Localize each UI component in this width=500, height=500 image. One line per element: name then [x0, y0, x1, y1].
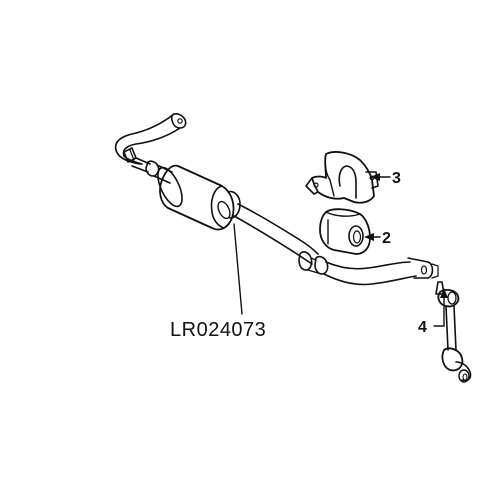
- large-bushing-left-face: [157, 166, 183, 208]
- part-number-label: LR024073: [170, 319, 266, 341]
- link-bottom-housing: [441, 347, 464, 372]
- arrow-callout-4: [440, 288, 448, 298]
- bar-left-arm-top: [114, 113, 175, 151]
- bar-right-collar: [298, 251, 313, 271]
- link-top-housing: [437, 289, 460, 308]
- large-bushing: [157, 164, 241, 231]
- callout-2-label: 2: [382, 230, 391, 247]
- callout-3-label: 3: [392, 170, 401, 187]
- bushing-part-2: [319, 208, 371, 255]
- bar-mid-bottom: [131, 165, 149, 173]
- link-rod-left: [445, 305, 449, 351]
- stabilizer-bar-right: [233, 203, 439, 286]
- bar-right-top: [237, 203, 319, 255]
- arrow-callout-2: [364, 233, 374, 241]
- bracket-inner-arch: [338, 165, 357, 199]
- bracket-side-line: [329, 179, 335, 197]
- bracket-outline: [311, 151, 375, 204]
- bar-right-collar-ring-2: [307, 269, 319, 274]
- bushing-top-face: [325, 211, 361, 217]
- bushing-body: [319, 208, 371, 255]
- bar-right-tip: [407, 257, 434, 279]
- link-bottom-end-face: [458, 369, 470, 383]
- arrow-callout-3: [370, 173, 380, 181]
- bar-right-collar-ring: [310, 257, 317, 261]
- bushing-bore-inner: [352, 230, 362, 244]
- bar-left-arm-bottom: [122, 127, 181, 157]
- bar-right-tip-hole: [420, 265, 428, 275]
- bushing-bore: [348, 225, 364, 247]
- bar-right-end-bottom: [323, 273, 417, 286]
- bar-right-end-top: [325, 261, 411, 270]
- bar-right-collar-2: [314, 255, 329, 275]
- large-bushing-bore: [217, 200, 231, 220]
- bracket-foot-left: [305, 177, 319, 195]
- link-top-housing-face: [447, 291, 457, 305]
- link-rod-right: [453, 305, 457, 351]
- bar-right-tip-detail: [431, 263, 439, 279]
- bracket-top-edge: [324, 153, 331, 181]
- bar-left-collar-2: [145, 160, 160, 177]
- bar-left-end-hole: [177, 118, 183, 124]
- bar-left-end-eye: [170, 113, 187, 129]
- stabilizer-bar: [114, 113, 187, 184]
- large-bushing-body: [159, 164, 235, 231]
- leader-part-number: [233, 223, 243, 315]
- large-bushing-right-rim: [210, 185, 225, 229]
- bracket-bolt-hole-left: [313, 182, 319, 188]
- bar-right-bottom: [233, 215, 313, 265]
- leader-lines: [233, 173, 448, 327]
- bracket-part-3: [305, 151, 379, 204]
- bar-left-collar-line: [129, 149, 135, 161]
- callout-4-label: 4: [418, 319, 427, 336]
- link-bottom-end-bore: [462, 373, 468, 381]
- labels: 3 2 4 LR024073: [170, 170, 427, 341]
